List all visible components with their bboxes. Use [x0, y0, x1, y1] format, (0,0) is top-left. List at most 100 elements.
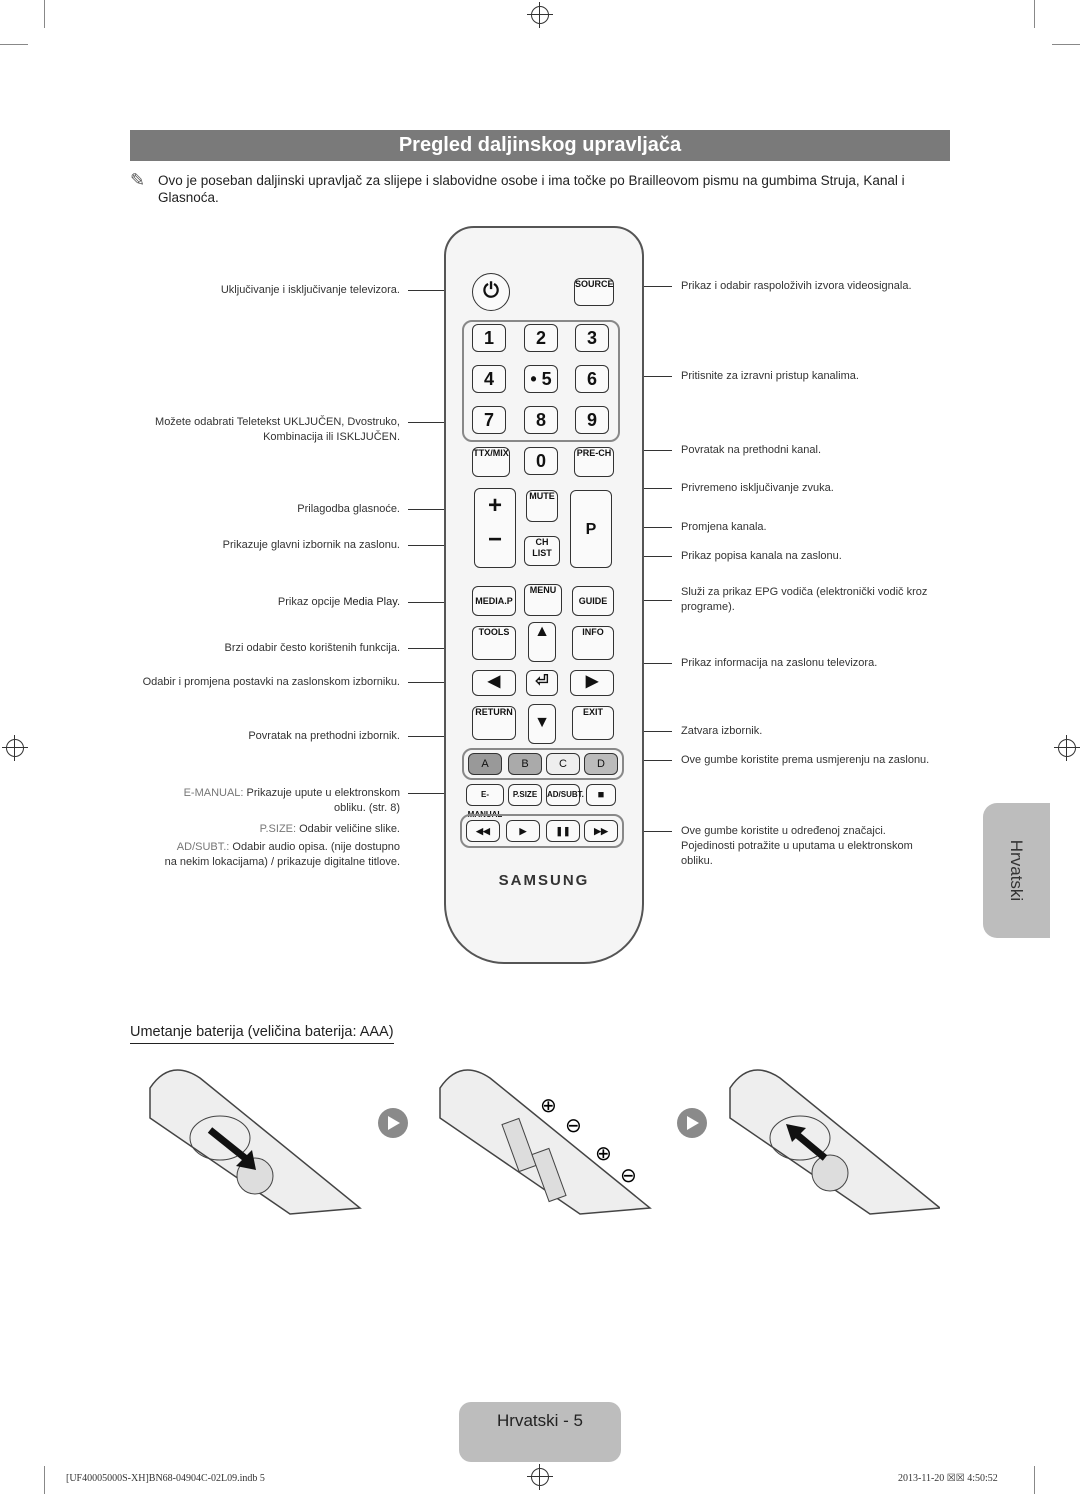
plus-icon: ⊕ — [540, 1093, 557, 1117]
volume-up-label: + — [487, 492, 502, 519]
label-prech: Povratak na prethodni kanal. — [681, 444, 822, 456]
volume-rocker[interactable]: + − — [474, 488, 516, 568]
pause-button[interactable]: ❚❚ — [546, 820, 580, 842]
label-power: Uključivanje i isključivanje televizora. — [220, 284, 400, 296]
callout-line — [618, 376, 672, 377]
green-b-button[interactable]: B — [508, 753, 542, 775]
label-adsubt-text2: na nekim lokacijama) / prikazuje digital… — [164, 856, 400, 868]
guide-button[interactable]: GUIDE — [572, 586, 614, 616]
right-arrow-button[interactable]: ▶ — [570, 670, 614, 696]
label-playback-line1: Ove gumbe koristite u određenoj značajci… — [681, 825, 886, 837]
callout-line — [408, 682, 463, 683]
label-teletext-line2: Kombinacija ili ISKLJUČEN. — [263, 431, 400, 443]
label-media-suffix: . — [396, 596, 400, 608]
callout-line — [408, 602, 468, 603]
rewind-button[interactable]: ◀◀ — [466, 820, 500, 842]
enter-button[interactable]: ⏎ — [526, 670, 558, 696]
label-chlist: Prikaz popisa kanala na zaslonu. — [681, 550, 842, 562]
digit-8-button[interactable]: 8 — [524, 406, 558, 434]
note-text: Ovo je poseban daljinski upravljač za sl… — [158, 173, 905, 205]
return-button[interactable]: RETURN — [472, 706, 516, 740]
label-source: Prikaz i odabir raspoloživih izvora vide… — [681, 280, 912, 292]
p-size-button[interactable]: P.SIZE — [508, 784, 542, 806]
down-arrow-button[interactable]: ▼ — [528, 704, 556, 744]
digit-9-button[interactable]: 9 — [575, 406, 609, 434]
label-tools: Brzi odabir često korištenih funkcija. — [224, 642, 400, 654]
label-guide-line2: programe). — [681, 601, 735, 613]
info-button[interactable]: INFO — [572, 626, 614, 660]
label-adsubt: AD/SUBT.: Odabir audio opisa. (nije dost… — [120, 840, 400, 870]
digit-3-button[interactable]: 3 — [575, 324, 609, 352]
remote-control: ⏻ SOURCE 1 2 3 4 • 5 6 7 8 9 TTX/MIX 0 P… — [444, 226, 644, 964]
ad-subt-button[interactable]: AD/SUBT. — [546, 784, 584, 806]
label-playback-line3: obliku. — [681, 855, 713, 867]
number-pad-group — [462, 320, 620, 442]
next-step-arrow-icon — [677, 1108, 707, 1138]
left-arrow-icon: ◀ — [487, 673, 501, 690]
label-emanual: E-MANUAL: Prikazuje upute u elektronskom… — [120, 786, 400, 816]
callout-line — [408, 422, 468, 423]
label-psize-text: Odabir veličine slike. — [296, 823, 400, 835]
digit-2-button[interactable]: 2 — [524, 324, 558, 352]
power-button[interactable]: ⏻ — [472, 273, 510, 311]
playback-group — [460, 814, 624, 848]
digit-0-button[interactable]: 0 — [524, 447, 558, 475]
stop-button[interactable]: ■ — [586, 784, 616, 806]
label-return: Povratak na prethodni izbornik. — [248, 730, 400, 742]
plus-icon: ⊕ — [595, 1141, 612, 1165]
label-emanual-key: E-MANUAL: — [183, 787, 244, 799]
volume-down-label: − — [487, 526, 502, 553]
digit-6-button[interactable]: 6 — [575, 365, 609, 393]
pre-ch-button[interactable]: PRE-CH — [574, 447, 614, 477]
battery-heading: Umetanje baterija (veličina baterija: AA… — [130, 1024, 394, 1044]
battery-illustrations: ⊕ ⊖ ⊕ ⊖ — [149, 1069, 940, 1215]
label-teletext: Možete odabrati Teletekst UKLJUČEN, Dvos… — [100, 415, 400, 445]
e-manual-button[interactable]: E-MANUAL — [466, 784, 504, 819]
brand-logo: SAMSUNG — [498, 872, 590, 889]
side-tab-label: Hrvatski — [1007, 839, 1026, 902]
label-media: Prikaz opcije Media Play. — [120, 595, 400, 610]
source-button[interactable]: SOURCE — [574, 278, 614, 306]
label-info: Prikaz informacija na zaslonu televizora… — [681, 657, 878, 669]
blue-d-button[interactable]: D — [584, 753, 618, 775]
left-arrow-button[interactable]: ◀ — [472, 670, 516, 696]
note: ✎ Ovo je poseban daljinski upravljač za … — [130, 171, 930, 206]
label-volume: Prilagodba glasnoće. — [297, 503, 400, 515]
mute-button[interactable]: MUTE — [526, 490, 558, 522]
ttx-mix-button[interactable]: TTX/MIX — [472, 447, 510, 477]
label-psize: P.SIZE: Odabir veličine slike. — [120, 822, 400, 837]
yellow-c-button[interactable]: C — [546, 753, 580, 775]
media-p-button[interactable]: MEDIA.P — [472, 586, 516, 616]
next-step-arrow-icon — [378, 1108, 408, 1138]
battery-step-1 — [149, 1069, 362, 1215]
callout-line — [408, 509, 478, 510]
callout-line — [622, 760, 672, 761]
digit-4-button[interactable]: 4 — [472, 365, 506, 393]
digit-5-button[interactable]: • 5 — [524, 365, 558, 393]
label-navigate: Odabir i promjena postavki na zaslonskom… — [142, 676, 400, 688]
down-arrow-icon: ▼ — [534, 714, 550, 731]
enter-icon: ⏎ — [535, 673, 549, 690]
label-numbers: Pritisnite za izravni pristup kanalima. — [681, 370, 859, 382]
label-guide: Služi za prikaz EPG vodiča (elektronički… — [681, 585, 971, 615]
up-arrow-button[interactable]: ▲ — [528, 622, 556, 662]
right-arrow-icon: ▶ — [585, 673, 599, 690]
callout-line — [408, 648, 468, 649]
red-a-button[interactable]: A — [468, 753, 502, 775]
callout-line — [408, 736, 468, 737]
label-adsubt-key: AD/SUBT.: — [176, 841, 230, 853]
digit-1-button[interactable]: 1 — [472, 324, 506, 352]
exit-button[interactable]: EXIT — [572, 706, 614, 740]
print-file-info: [UF40005000S-XH]BN68-04904C-02L09.indb 5 — [66, 1473, 265, 1484]
tools-button[interactable]: TOOLS — [472, 626, 516, 660]
fast-forward-button[interactable]: ▶▶ — [584, 820, 618, 842]
battery-step-3 — [729, 1069, 940, 1215]
play-button[interactable]: ▶ — [506, 820, 540, 842]
ch-list-button[interactable]: CH LIST — [524, 536, 560, 566]
label-playback-line2: Pojedinosti potražite u uputama u elektr… — [681, 840, 913, 852]
label-exit: Zatvara izbornik. — [681, 725, 763, 737]
label-menu: Prikazuje glavni izbornik na zaslonu. — [222, 539, 400, 551]
channel-rocker[interactable]: P — [570, 490, 612, 568]
digit-7-button[interactable]: 7 — [472, 406, 506, 434]
menu-button[interactable]: MENU — [524, 584, 562, 616]
